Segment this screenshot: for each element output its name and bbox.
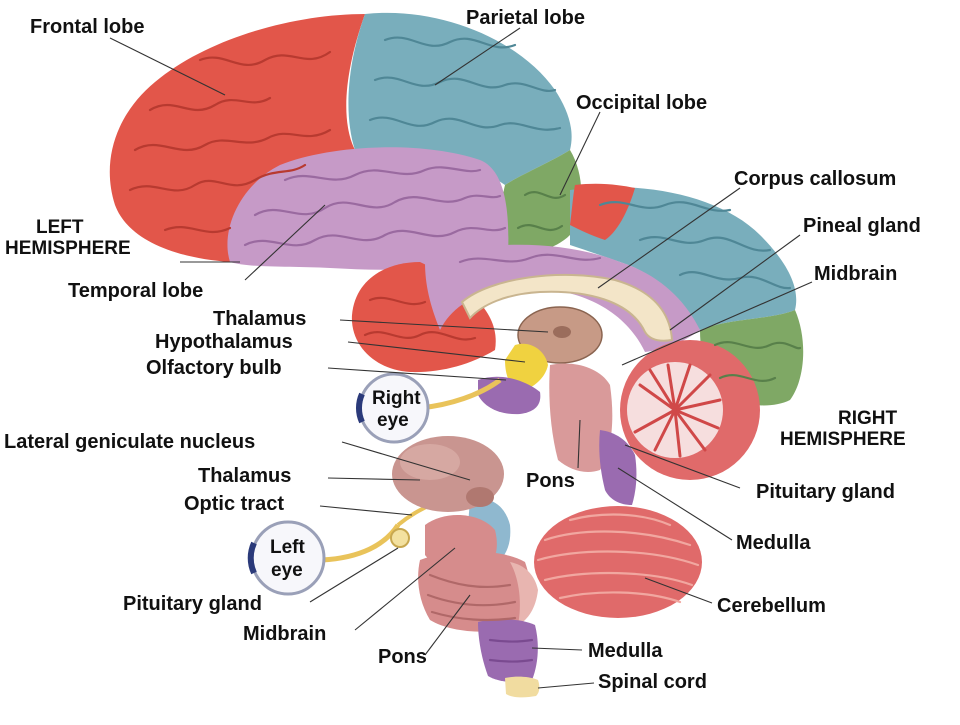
hypothalamus-label: Hypothalamus [155,331,293,353]
pons-label-bottom: Pons [378,646,427,668]
right-eye-label-line1: Right [372,388,421,409]
occipital-lobe-label: Occipital lobe [576,92,707,114]
isolated-cerebellum [534,506,702,618]
cerebellum-label: Cerebellum [717,595,826,617]
left-eye-label-line2: eye [271,560,303,581]
left-eye-label-line1: Left [270,537,306,558]
medulla-label-mid: Medulla [736,532,811,554]
thalamus-label-top: Thalamus [213,308,306,330]
lateral-geniculate-region [466,487,494,507]
right-hemisphere-label-line2: HEMISPHERE [780,429,906,450]
spinal-cord-region [505,677,539,698]
frontal-lobe-label: Frontal lobe [30,16,144,38]
parietal-lobe-label: Parietal lobe [466,7,585,29]
medulla-label-bottom: Medulla [588,640,663,662]
corpus-callosum-label: Corpus callosum [734,168,896,190]
right-hemisphere-label-line1: RIGHT [838,408,898,429]
olfactory-bulb-label: Olfactory bulb [146,357,282,379]
spinal-cord-label: Spinal cord [598,671,707,693]
left-hemisphere [110,13,581,270]
optic-tract-label: Optic tract [184,493,284,515]
left-hemisphere-label-line2: HEMISPHERE [5,238,131,259]
temporal-lobe-label: Temporal lobe [68,280,203,302]
right-eye-label-line2: eye [377,410,409,431]
thalamus-core [553,326,571,338]
pituitary-gland-label-left: Pituitary gland [123,593,262,615]
midbrain-label-bottom: Midbrain [243,623,326,645]
thalamus-label-bottom: Thalamus [198,465,291,487]
lateral-geniculate-label: Lateral geniculate nucleus [4,431,255,453]
pituitary-gland-label-right: Pituitary gland [756,481,895,503]
midbrain-label-top: Midbrain [814,263,897,285]
pineal-gland-label: Pineal gland [803,215,921,237]
left-eye [251,522,324,594]
medulla-stem-region [478,619,538,682]
pons-label-mid: Pons [526,470,575,492]
left-hemisphere-label-line1: LEFT [36,217,84,238]
